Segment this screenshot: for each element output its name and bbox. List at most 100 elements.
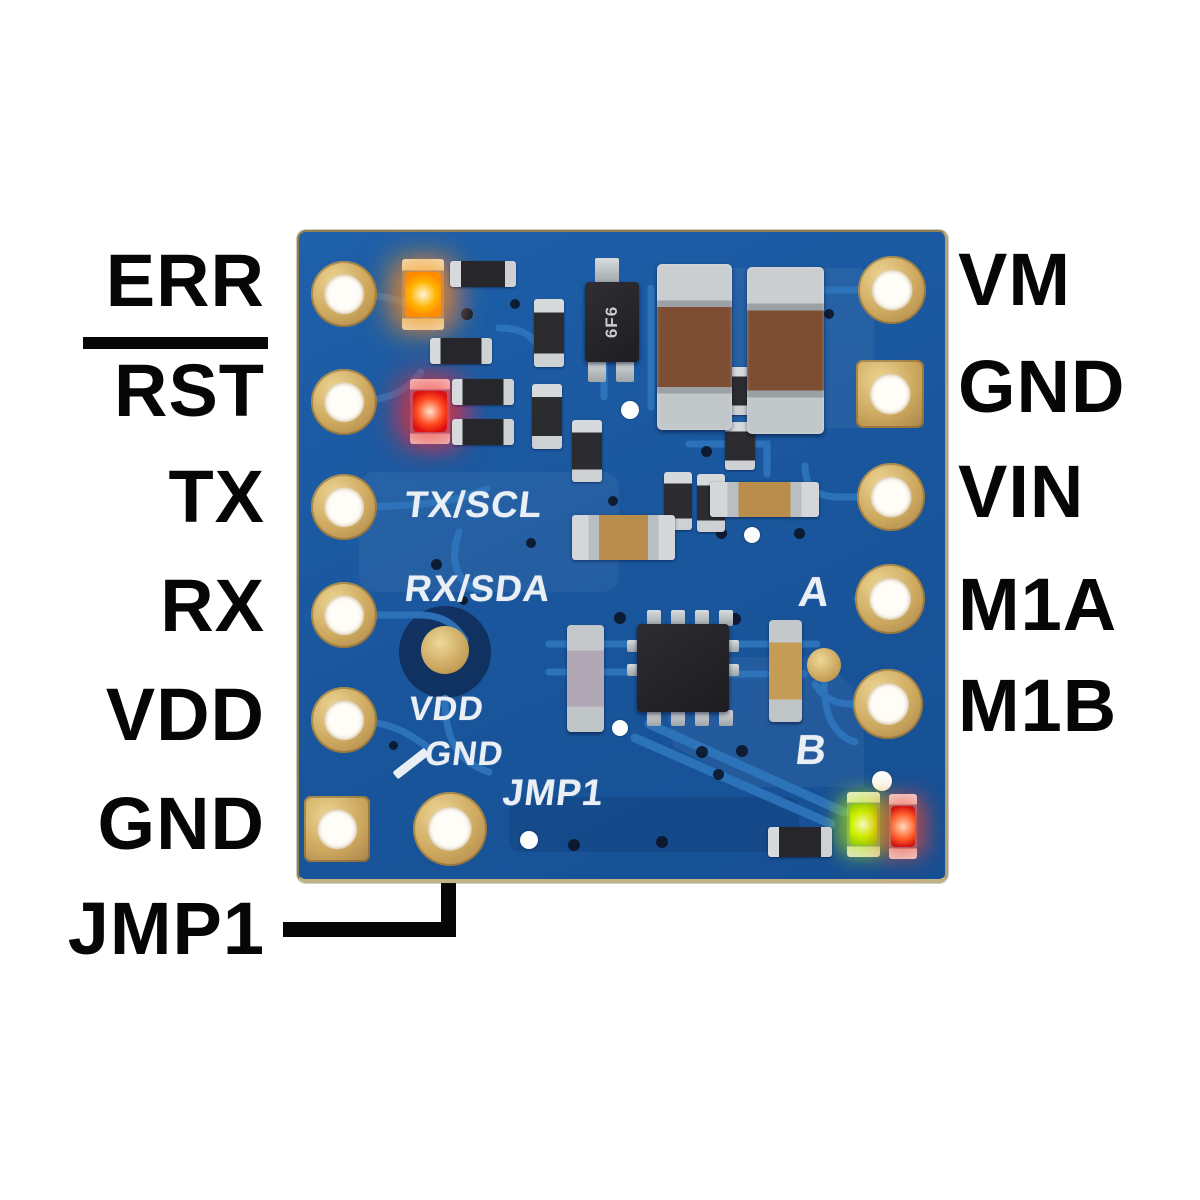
ic-leg	[627, 664, 639, 676]
drill-hole	[526, 538, 536, 548]
drill-hole	[713, 769, 724, 780]
pad-gnd-left-hole	[317, 809, 357, 849]
led-core	[405, 271, 441, 318]
pad-vm	[858, 256, 926, 324]
pin-label-rst: RST	[114, 349, 265, 432]
smd-resistor	[430, 338, 492, 364]
via-white-3	[872, 771, 892, 791]
pad-rx-hole	[324, 595, 364, 635]
drill-hole	[389, 741, 398, 750]
pad-err	[311, 261, 377, 327]
drill-hole	[510, 299, 520, 309]
drill-hole	[459, 596, 468, 605]
smd-capacitor	[534, 299, 564, 367]
smd-capacitor	[532, 384, 562, 449]
pin-label-m1b: M1B	[958, 664, 1118, 747]
silkscreen-channel-b: B	[793, 726, 831, 773]
pad-tx	[311, 474, 377, 540]
bulk-capacitor-2	[747, 267, 824, 434]
pad-rx	[311, 582, 377, 648]
pcb-board: 6F6 TX/SCL RX/SDA VDD GND JMP1 A B	[297, 230, 948, 883]
pad-jmp1	[413, 792, 487, 866]
smd-resistor	[768, 827, 832, 857]
pad-gnd-right	[856, 360, 924, 428]
thermal-via-gold	[421, 626, 469, 674]
pin-label-m1a: M1A	[958, 563, 1118, 646]
ic-leg	[719, 710, 733, 726]
via-white-1	[621, 401, 639, 419]
motor-driver-ic	[637, 624, 729, 712]
via-white-5	[744, 527, 760, 543]
smd-resistor-tan	[769, 620, 802, 722]
pad-jmp1-hole	[427, 806, 473, 852]
silkscreen-gnd: GND	[422, 735, 506, 773]
silkscreen-vdd: VDD	[406, 690, 487, 728]
pad-gnd-left	[304, 796, 370, 862]
smd-capacitor-lavender	[567, 625, 604, 732]
pad-vin-hole	[870, 476, 912, 518]
silkscreen-jmp1: JMP1	[500, 772, 607, 813]
silkscreen-channel-a: A	[796, 568, 834, 615]
pin-label-vdd: VDD	[105, 673, 265, 756]
ic-leg	[727, 640, 739, 652]
sot23-marking: 6F6	[602, 305, 621, 339]
ic-leg	[647, 710, 661, 726]
pad-vdd-hole	[324, 700, 364, 740]
pin-label-gnd-right: GND	[958, 345, 1126, 428]
ic-leg	[727, 664, 739, 676]
pad-m1a	[855, 564, 925, 634]
pin-label-err: ERR	[105, 239, 265, 322]
drill-hole	[794, 528, 805, 539]
drill-hole	[614, 612, 626, 624]
smd-resistor	[452, 419, 514, 445]
ic-leg	[627, 640, 639, 652]
led-core	[413, 390, 447, 433]
silkscreen-tx-scl: TX/SCL	[402, 484, 546, 525]
via-gold-small	[807, 648, 841, 682]
motor-led-red	[889, 794, 917, 859]
drill-hole	[736, 745, 748, 757]
pad-vin	[857, 463, 925, 531]
ic-leg	[695, 610, 709, 626]
pad-tx-hole	[324, 487, 364, 527]
led-core	[891, 805, 915, 848]
drill-hole	[824, 309, 834, 319]
drill-hole	[696, 746, 708, 758]
sot23-leg	[616, 360, 634, 382]
pad-m1b-hole	[867, 683, 909, 725]
ic-leg	[671, 710, 685, 726]
drill-hole	[716, 528, 727, 539]
pad-m1b	[853, 669, 923, 739]
pad-vm-hole	[871, 269, 913, 311]
pad-rst	[311, 369, 377, 435]
drill-hole	[568, 839, 580, 851]
pin-label-tx: TX	[168, 455, 265, 538]
ic-leg	[695, 710, 709, 726]
sot23-regulator: 6F6	[585, 282, 639, 362]
silkscreen-rx-sda: RX/SDA	[402, 568, 554, 609]
smd-resistor	[452, 379, 514, 405]
status-led-amber	[402, 259, 444, 330]
smd-capacitor-4term	[710, 482, 819, 517]
pin-label-vm: VM	[958, 238, 1071, 321]
pad-vdd	[311, 687, 377, 753]
pin-label-gnd-left: GND	[97, 782, 265, 865]
drill-hole	[701, 446, 712, 457]
rst-overline	[83, 337, 268, 349]
drill-hole	[461, 308, 473, 320]
drill-hole	[656, 836, 668, 848]
pad-err-hole	[324, 274, 364, 314]
pin-label-rx: RX	[160, 564, 265, 647]
ic-leg	[719, 610, 733, 626]
ic-leg	[647, 610, 661, 626]
pin-label-vin: VIN	[958, 450, 1085, 533]
via-white-4	[520, 831, 538, 849]
drill-hole	[608, 496, 618, 506]
pad-m1a-hole	[869, 578, 911, 620]
smd-capacitor-4term	[572, 515, 675, 560]
sot23-leg	[588, 360, 606, 382]
jmp1-callout-horizontal	[283, 922, 456, 937]
pin-label-jmp1: JMP1	[67, 887, 265, 970]
smd-capacitor	[572, 420, 602, 482]
